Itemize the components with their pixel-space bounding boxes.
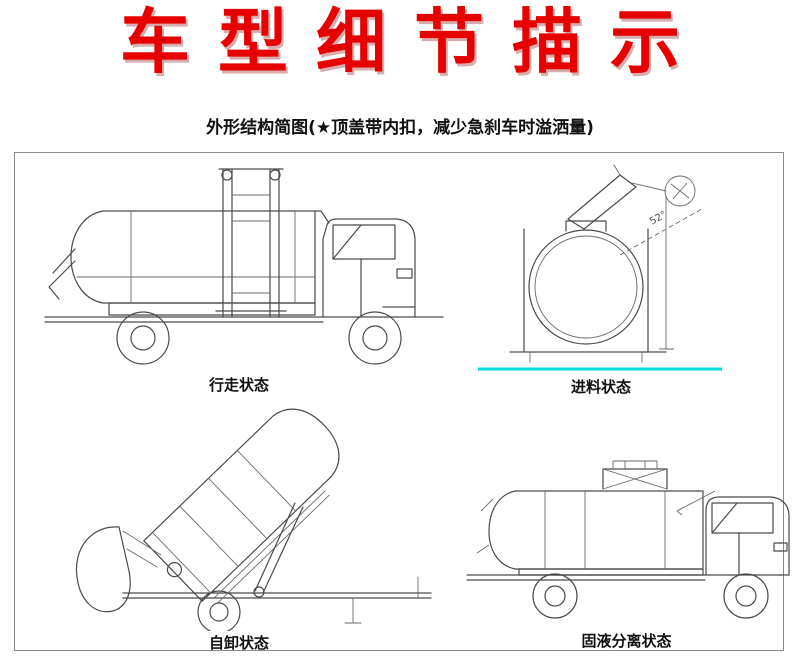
top-separator-mechanism (602, 460, 668, 490)
lift-frame (215, 168, 287, 318)
tank-body (488, 490, 704, 576)
truck-cab (705, 496, 790, 576)
caption-separation-state: 固液分离状态 (581, 632, 672, 650)
truck-cab (315, 210, 416, 318)
truck-chassis (44, 316, 444, 323)
truck-wheels (197, 590, 241, 631)
figure-walking-state: 行走状态 (23, 161, 455, 395)
truck-wheels (532, 573, 769, 619)
walking-state-drawing (44, 168, 444, 365)
feeding-state-drawing: 52° (478, 164, 722, 371)
separation-state-drawing (466, 460, 790, 619)
tilted-tank (143, 408, 340, 604)
leader-annotation (476, 490, 716, 554)
rear-frame (509, 228, 667, 363)
open-rear-door (75, 526, 162, 613)
figure-separation-state: 固液分离状态 (453, 449, 800, 651)
hydraulic-cylinder (253, 502, 304, 598)
truck-wheels (116, 311, 402, 365)
rear-loading-arm (48, 248, 76, 300)
diagram-panel: 行走状态 52° (14, 152, 790, 653)
tank-body (70, 210, 316, 316)
figure-feeding-state: 52° 进料状态 (470, 157, 732, 397)
caption-walking-state: 行走状态 (208, 376, 269, 394)
truck-chassis (466, 574, 790, 581)
page-subtitle: 外形结构简图(★顶盖带内扣，减少急刹车时溢洒量) (206, 118, 594, 138)
tank-rear-view (528, 220, 644, 345)
dumping-state-drawing (75, 408, 432, 631)
caption-feeding-state: 进料状态 (570, 378, 631, 396)
page-title: 车型细节描示 (120, 1, 708, 83)
caption-dumping-state: 自卸状态 (208, 634, 269, 652)
angle-annotation (619, 175, 703, 350)
open-top-lid (567, 164, 667, 230)
truck-chassis (122, 576, 432, 624)
figure-dumping-state: 自卸状态 (23, 399, 455, 653)
